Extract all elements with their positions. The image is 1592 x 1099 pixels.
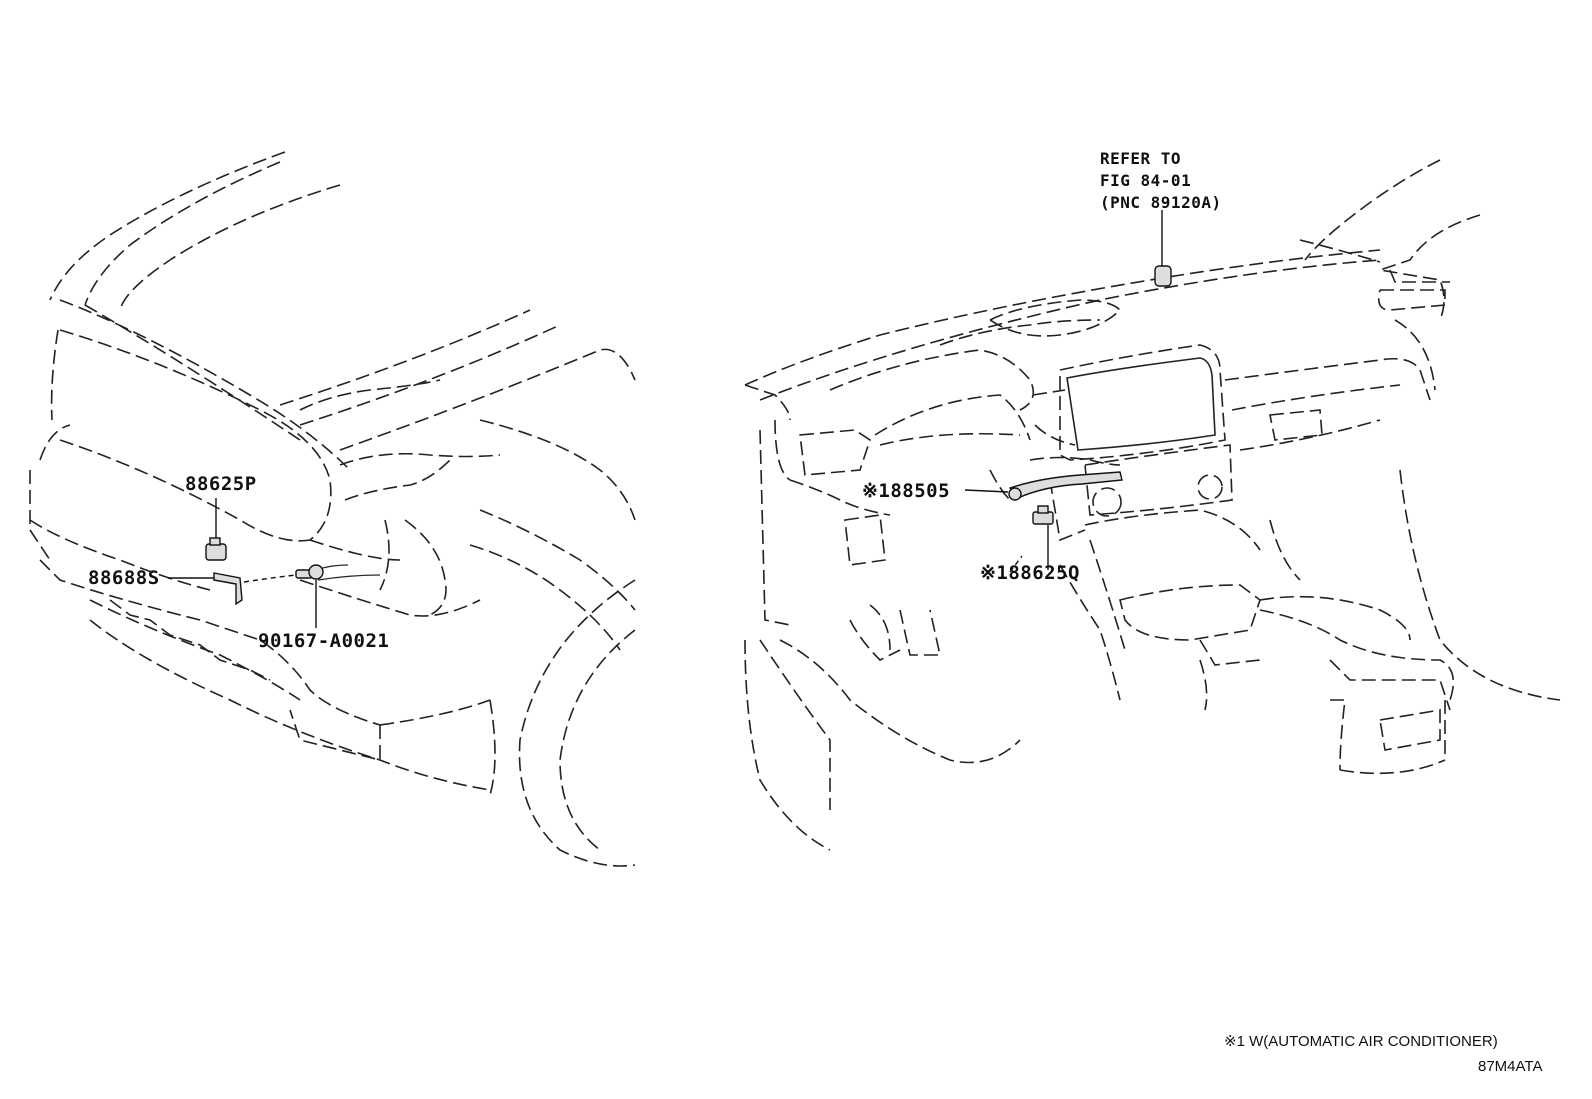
callout-88688S: 88688S [88, 567, 160, 589]
left-leader-lines [168, 498, 317, 628]
callout-88625Q: ※188625Q [980, 562, 1080, 584]
vehicle-front-drawing [29, 151, 636, 867]
dashboard-interior-drawing [744, 159, 1561, 851]
condition-mark: ※1 [862, 480, 891, 502]
sensor-89120A-part [1154, 265, 1172, 287]
sensor-88625P-part [205, 537, 227, 561]
refer-line-2: FIG 84-01 [1100, 171, 1192, 190]
refer-line-1: REFER TO [1100, 149, 1182, 168]
bracket-88688S-part [213, 572, 243, 606]
bolt-90167-part [295, 564, 324, 580]
sensor-88625Q-part [1032, 505, 1054, 525]
callout-88505: ※188505 [862, 480, 950, 502]
callout-88625P: 88625P [185, 473, 257, 495]
duct-88505-part [1008, 471, 1123, 501]
diagram-code: 87M4ATA [1478, 1058, 1543, 1075]
right-leader-lines [964, 210, 1163, 573]
refer-line-3: (PNC 89120A) [1100, 193, 1222, 212]
callout-90167-A0021: 90167-A0021 [258, 630, 390, 652]
callout-88625Q-number: 88625Q [1008, 562, 1080, 584]
callout-88505-number: 88505 [890, 480, 951, 502]
condition-mark: ※1 [980, 562, 1009, 584]
refer-to-note: REFER TO FIG 84-01 (PNC 89120A) [1100, 148, 1222, 214]
footnote-condition: ※1 W(AUTOMATIC AIR CONDITIONER) [1224, 1033, 1498, 1050]
